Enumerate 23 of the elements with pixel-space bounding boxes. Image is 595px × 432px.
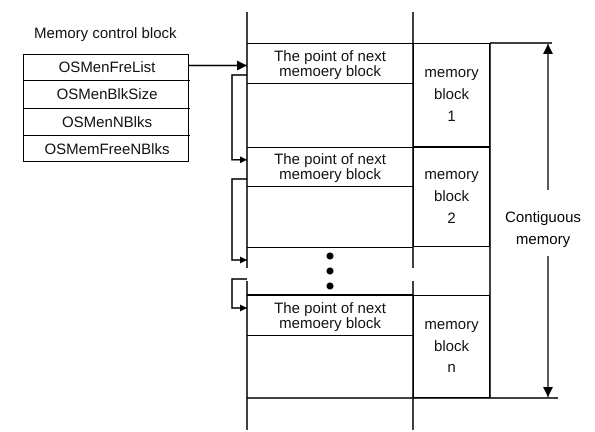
memory-block-cell: [413, 147, 490, 247]
cell-text: The point of next memoery block: [273, 152, 387, 182]
cell-text: The point of next memoery block: [273, 300, 387, 330]
block-label: memory block n: [423, 314, 480, 378]
pointer-cell: [247, 43, 413, 84]
cell-text: OSMenFreList: [58, 60, 156, 75]
memory-block-cell: [413, 43, 490, 147]
block-label: memory block 1: [423, 63, 480, 127]
cell-text: OSMenNBlks: [62, 114, 152, 130]
table-heading: Memory control block: [34, 25, 177, 42]
pointer-arrow: [231, 74, 247, 164]
pointer-arrow: [231, 178, 247, 264]
block-label: memory block 2: [423, 165, 480, 229]
dimension-label: Contiguous memory: [504, 208, 582, 250]
memory-block-cell: [413, 295, 490, 398]
pointer-cell: [247, 295, 413, 336]
ellipsis-cell: [247, 247, 413, 295]
cell-text: OSMenBlkSize: [56, 87, 158, 102]
cell-text: The point of next memoery block: [273, 48, 387, 78]
pointer-arrow: [231, 278, 247, 312]
pointer-cell: [247, 147, 413, 187]
cell-text: OSMemFreeNBlks: [44, 142, 170, 157]
pointer-arrow: [189, 60, 247, 71]
